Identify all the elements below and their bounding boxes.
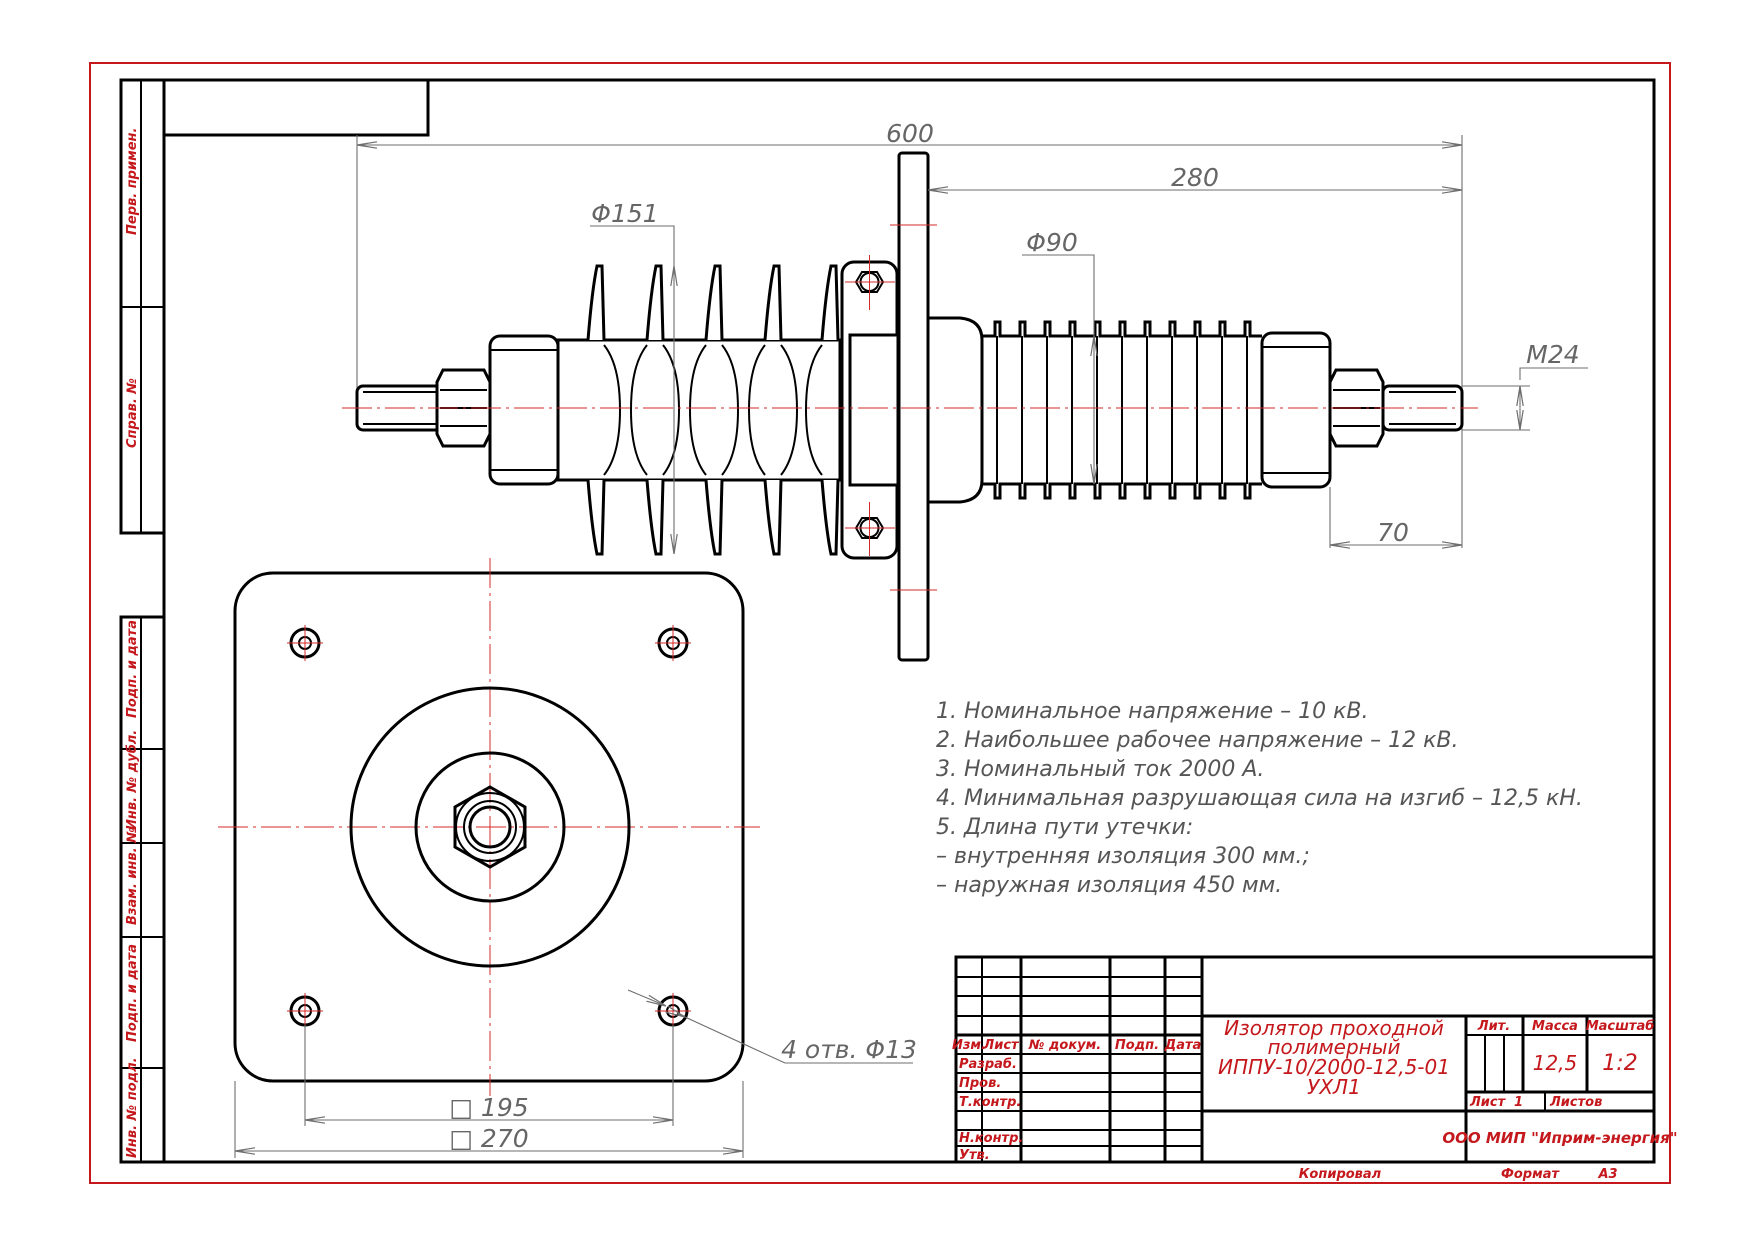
note-3: 3. Номинальный ток 2000 А. (936, 757, 1264, 782)
tb-header-izm: Изм. (952, 1038, 986, 1053)
tb-company: ООО МИП "Иприм-энергия" (1442, 1129, 1677, 1147)
tb-title-line-2: полимерный (1267, 1035, 1400, 1059)
insulator-sheds (586, 264, 840, 556)
tb-sheet-label: Лист (1469, 1095, 1507, 1110)
tb-mass-label: Масса (1532, 1019, 1578, 1034)
tb-copied: Копировал (1299, 1167, 1382, 1182)
callout-holes: 4 отв. Φ13 (627, 989, 917, 1064)
svg-text:□ 195: □ 195 (449, 1093, 528, 1122)
tb-format-value: А3 (1597, 1167, 1617, 1182)
tb-lit-label: Лит. (1477, 1019, 1510, 1034)
flange-front-view (218, 558, 760, 1096)
note-2: 2. Наибольшее рабочее напряжение – 12 кВ… (936, 728, 1458, 753)
tb-header-dokum: № докум. (1028, 1038, 1101, 1053)
left-side-stamp: Перв. примен. Справ. № Подп. и дата Инв.… (119, 78, 166, 1164)
note-7: – наружная изоляция 450 мм. (936, 873, 1282, 898)
note-1: 1. Номинальное напряжение – 10 кВ. (936, 699, 1369, 724)
dimension-overall-length: 600 (357, 119, 1462, 148)
mounting-hole-bl (287, 993, 323, 1029)
insulator-side-view (342, 135, 1478, 662)
tb-scale-value: 1:2 (1602, 1051, 1637, 1076)
mounting-hole-tl (287, 625, 323, 661)
stamp-perv-primen: Перв. примен. (125, 128, 140, 235)
insulator-bellows (982, 320, 1262, 500)
tb-sheets-label: Листов (1549, 1095, 1602, 1110)
front-nut (453, 785, 527, 869)
dimension-shed-diameter: Φ151 (590, 199, 674, 554)
dimension-right-length: 280 (928, 163, 1462, 192)
mounting-hole-br (655, 993, 691, 1029)
svg-text:Φ90: Φ90 (1026, 228, 1078, 257)
dimension-hole-spacing: □ 195 (304, 1025, 674, 1126)
svg-text:□ 270: □ 270 (449, 1124, 528, 1153)
tb-format-label: Формат (1501, 1167, 1561, 1182)
tb-role-utv: Утв. (959, 1148, 990, 1163)
note-6: – внутренняя изоляция 300 мм.; (936, 844, 1310, 869)
tb-header-podp: Подп. (1115, 1038, 1159, 1053)
dimension-core-diameter: Φ90 (1022, 228, 1094, 484)
stamp-inv-dubl: Инв. № дубл. (125, 730, 140, 830)
tb-role-nkontr: Н.контр. (959, 1131, 1023, 1146)
tb-role-tkontr: Т.контр. (959, 1095, 1021, 1110)
tb-header-list: Лист (982, 1038, 1020, 1053)
tb-role-prov: Пров. (959, 1076, 1001, 1091)
stamp-podp-data-1: Подп. и дата (125, 620, 140, 718)
note-5: 5. Длина пути утечки: (936, 815, 1193, 840)
tb-title-line-3: ИППУ-10/2000-12,5-01 (1218, 1055, 1450, 1079)
svg-text:280: 280 (1171, 163, 1219, 192)
sheet-trim-border (89, 62, 1671, 1184)
mounting-plate (897, 151, 930, 662)
stamp-inv-podl: Инв. № подл. (125, 1057, 140, 1158)
svg-text:70: 70 (1377, 518, 1409, 547)
note-4: 4. Минимальная разрушающая сила на изгиб… (936, 786, 1583, 811)
svg-text:4 отв. Φ13: 4 отв. Φ13 (781, 1035, 917, 1064)
stamp-podp-data-2: Подп. и дата (125, 944, 140, 1042)
tb-title-line-4: УХЛ1 (1307, 1075, 1361, 1099)
tb-role-razrab: Разраб. (959, 1057, 1017, 1072)
svg-text:M24: M24 (1526, 340, 1579, 369)
tb-title-line-1: Изолятор проходной (1224, 1016, 1444, 1040)
svg-text:Φ151: Φ151 (591, 199, 658, 228)
technical-notes: 1. Номинальное напряжение – 10 кВ. 2. На… (936, 699, 1583, 898)
title-block: Изм. Лист № докум. Подп. Дата Разраб. Пр… (952, 955, 1678, 1182)
tb-mass-value: 12,5 (1533, 1051, 1578, 1075)
mounting-hole-tr (655, 625, 691, 661)
tb-scale-label: Масштаб (1586, 1019, 1655, 1034)
stamp-vzam-inv: Взам. инв. № (125, 827, 140, 925)
svg-text:600: 600 (886, 119, 934, 148)
dimension-stud-length: 70 (1329, 487, 1462, 548)
tb-sheet-value: 1 (1514, 1095, 1523, 1110)
stamp-sprav-no: Справ. № (125, 378, 140, 448)
dimension-thread: M24 (1462, 340, 1588, 431)
tb-header-data: Дата (1164, 1038, 1202, 1053)
dimension-flange-size: □ 270 (234, 1081, 744, 1158)
top-left-stamp-box (164, 80, 430, 137)
